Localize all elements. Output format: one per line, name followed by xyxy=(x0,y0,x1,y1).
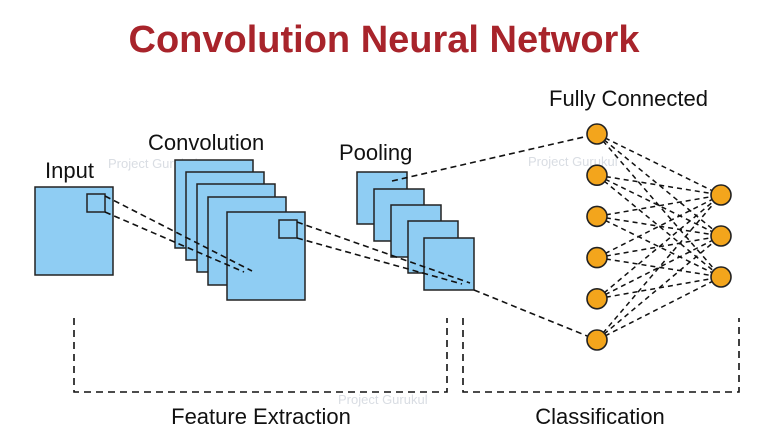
watermark-text: Project Gurukul xyxy=(338,392,428,407)
pooling-label: Pooling xyxy=(339,140,412,165)
fc-edge xyxy=(596,194,722,218)
pooling-stack xyxy=(356,171,475,291)
conv-to-pool-line xyxy=(296,237,463,285)
fc-edge xyxy=(596,194,722,300)
input-to-conv-line xyxy=(104,211,245,273)
classification-label: Classification xyxy=(535,404,665,429)
mapping-lines xyxy=(104,133,598,341)
input-receptive-field xyxy=(86,193,106,213)
fully-connected-neurons xyxy=(586,123,732,351)
fc-edge xyxy=(596,276,722,300)
fc-edge xyxy=(596,174,722,196)
pool-to-fc-line xyxy=(473,289,598,341)
fc-edge xyxy=(596,235,722,259)
fc-neuron-layer1 xyxy=(586,287,608,310)
convolution-label: Convolution xyxy=(148,130,264,155)
fc-neuron-layer2 xyxy=(710,184,732,206)
diagram-title: Convolution Neural Network xyxy=(129,19,641,61)
fc-edge xyxy=(596,194,722,341)
fc-edge xyxy=(596,235,722,341)
fc-edge xyxy=(596,215,722,237)
fc-edge xyxy=(596,215,722,278)
fc-edge xyxy=(596,256,722,278)
convolution-map xyxy=(226,211,306,301)
input-feature-map xyxy=(34,186,114,276)
classification-bracket xyxy=(462,318,740,393)
fc-neuron-layer1 xyxy=(586,246,608,269)
fc-edge xyxy=(596,276,722,341)
pool-to-fc-line xyxy=(391,133,598,182)
fully-connected-label: Fully Connected xyxy=(549,86,708,111)
convolution-stack xyxy=(174,159,306,301)
fc-neuron-layer1 xyxy=(586,205,608,228)
fc-neuron-layer1 xyxy=(586,164,608,186)
fc-neuron-layer2 xyxy=(710,225,732,247)
convolution-receptive-field xyxy=(278,219,298,239)
fc-neuron-layer1 xyxy=(586,123,608,145)
feature-extraction-bracket xyxy=(73,318,448,393)
feature-extraction-label: Feature Extraction xyxy=(171,404,351,429)
watermark-text: Project Gurukul xyxy=(528,154,618,169)
watermark-3: Project Gurukul xyxy=(338,392,428,407)
conv-to-pool-line xyxy=(296,221,471,284)
watermark-2: Project Gurukul xyxy=(528,154,618,169)
input-label: Input xyxy=(45,158,94,183)
pooling-map xyxy=(423,237,475,291)
fc-neuron-layer2 xyxy=(710,266,732,288)
input-to-conv-line xyxy=(104,195,253,272)
fc-neuron-layer1 xyxy=(586,329,608,351)
fc-edge xyxy=(596,133,722,278)
fully-connected-edges xyxy=(596,133,722,341)
